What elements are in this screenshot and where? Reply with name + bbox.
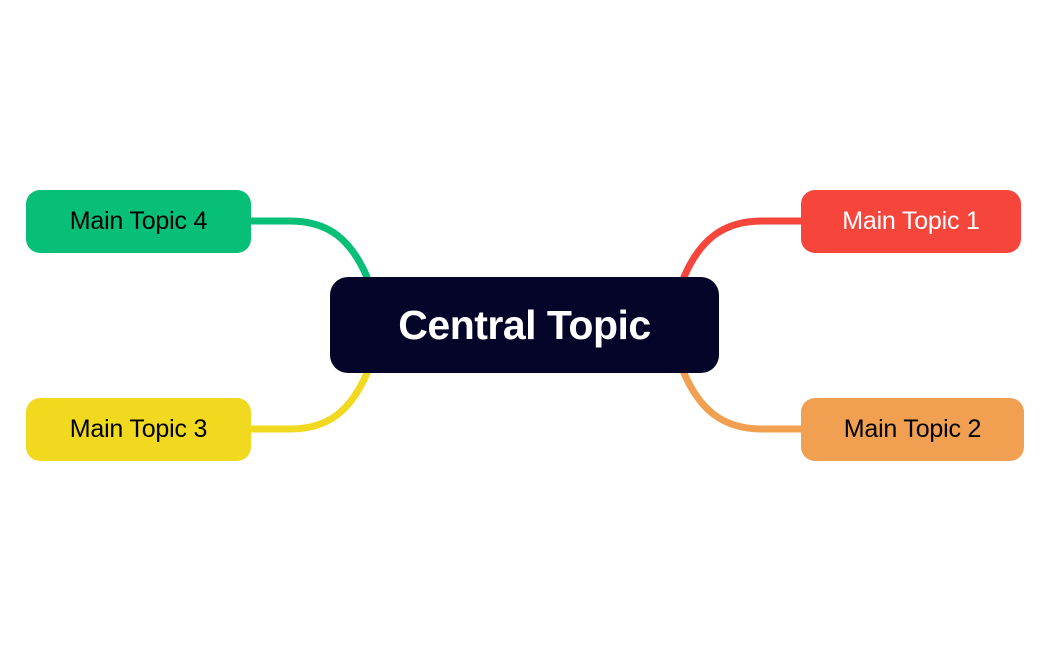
connector-main-topic-2 — [680, 369, 805, 433]
branch-node-main-topic-4[interactable]: Main Topic 4 — [26, 190, 251, 253]
branch-node-main-topic-1[interactable]: Main Topic 1 — [801, 190, 1021, 253]
branch-node-main-topic-2[interactable]: Main Topic 2 — [801, 398, 1024, 461]
branch-label-main-topic-4: Main Topic 4 — [69, 207, 208, 235]
central-topic-label: Central Topic — [398, 301, 651, 348]
central-topic-node[interactable]: Central Topic — [330, 277, 719, 373]
connector-main-topic-4 — [247, 217, 371, 281]
connector-main-topic-3 — [247, 369, 371, 433]
branch-label-main-topic-2: Main Topic 2 — [843, 415, 982, 443]
connector-main-topic-1 — [680, 217, 805, 281]
branch-label-main-topic-3: Main Topic 3 — [69, 415, 208, 443]
branch-node-main-topic-3[interactable]: Main Topic 3 — [26, 398, 251, 461]
branch-label-main-topic-1: Main Topic 1 — [842, 207, 980, 235]
